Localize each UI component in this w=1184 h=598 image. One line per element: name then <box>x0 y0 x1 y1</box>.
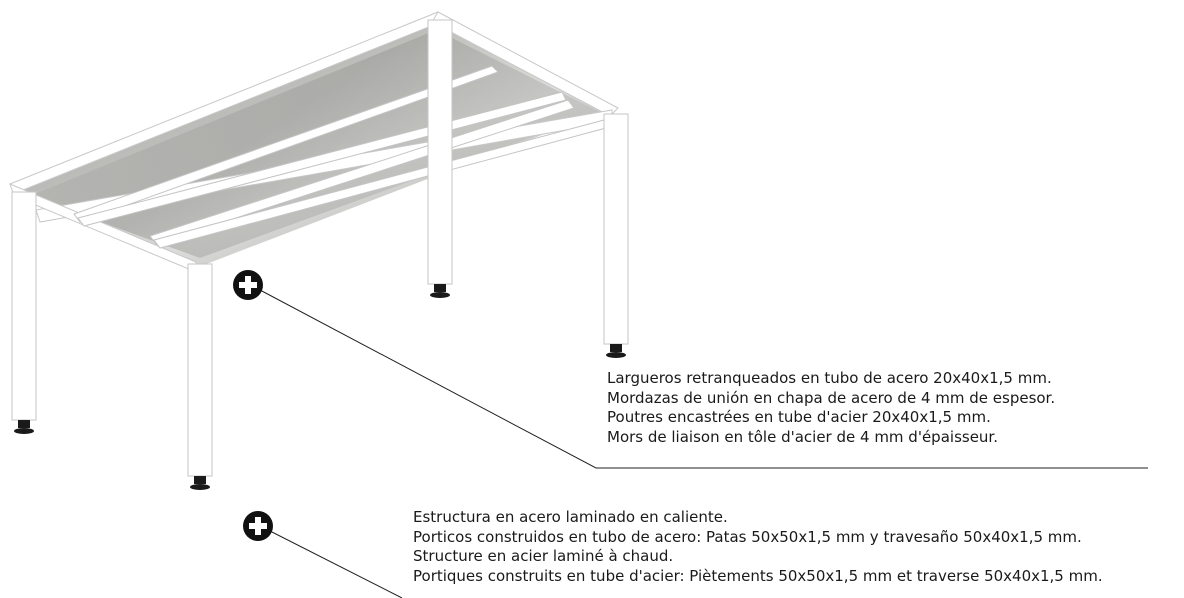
desk-legs <box>11 19 629 477</box>
callout-line: Mors de liaison en tôle d'acier de 4 mm … <box>607 427 998 446</box>
callout-line: Structure en acier laminé à chaud. <box>413 547 674 565</box>
callout-line: Portiques construits en tube d'acier: Pi… <box>413 566 1103 585</box>
leveling-feet <box>14 284 626 490</box>
callout-line: Porticos construidos en tubo de acero: P… <box>413 527 1082 546</box>
callout-line: Largueros retranqueados en tubo de acero… <box>607 369 1052 387</box>
callout-lines <box>259 289 1148 598</box>
callout-line: Poutres encastrées en tube d'acier 20x40… <box>607 408 991 426</box>
callout-line: Mordazas de unión en chapa de acero de 4… <box>607 388 1056 407</box>
callout-beams-text: Largueros retranqueados en tubo de acero… <box>607 369 1055 447</box>
callout-structure-text: Estructura en acero laminado en caliente… <box>413 508 1103 586</box>
plus-circle-icon[interactable] <box>243 511 273 541</box>
plus-circle-icon[interactable] <box>233 270 263 300</box>
callout-line: Estructura en acero laminado en caliente… <box>413 508 728 526</box>
